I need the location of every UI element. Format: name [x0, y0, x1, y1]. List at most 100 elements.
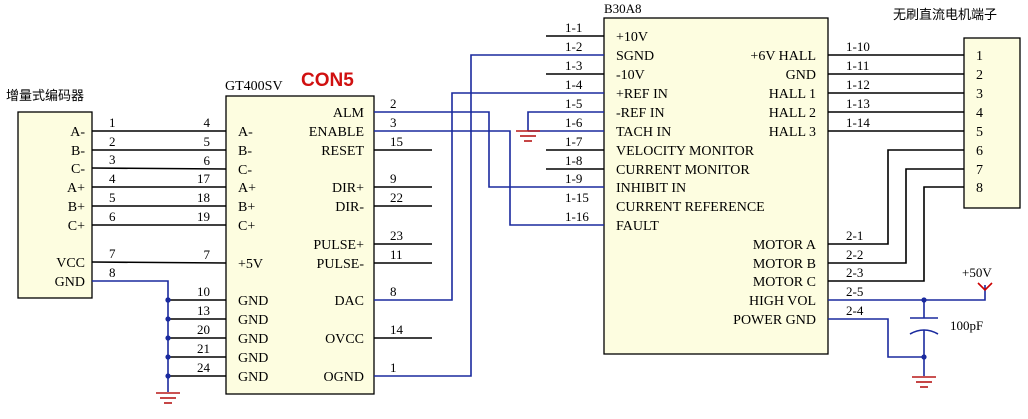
b30a8-pin-label: +REF IN: [616, 87, 668, 102]
b30a8-pin-label: HALL 3: [769, 125, 816, 140]
gt400-pin-label: OGND: [324, 370, 364, 385]
motor-pin-label: 5: [976, 125, 983, 140]
wires: [91, 54, 964, 379]
power-section: [828, 282, 993, 376]
b30a8-pin-number: 1-13: [846, 96, 870, 111]
gt400-pin-number: 11: [390, 247, 403, 262]
motor-terminal-block: [963, 37, 1021, 209]
b30a8-pin-label: GND: [786, 68, 816, 83]
b30a8-pin-label: MOTOR A: [753, 238, 817, 253]
b30a8-pin-label: -REF IN: [616, 106, 665, 121]
b30a8-pin-number: 1-8: [565, 153, 582, 168]
b30a8-pin-label: MOTOR B: [753, 257, 816, 272]
gt400-left-pins: A-4B-5C-6A+17B+18C+19+5V7GND10GND13GND20…: [197, 115, 268, 385]
b30a8-pin-label: POWER GND: [733, 313, 816, 328]
motor-pin-label: 6: [976, 144, 983, 159]
supply-label: +50V: [962, 265, 992, 280]
b30a8-pin-number: 2-2: [846, 247, 863, 262]
junction-dot: [165, 297, 171, 303]
b30a8-pin-number: 1-6: [565, 115, 583, 130]
con5-label: CON5: [301, 70, 354, 91]
encoder-wire-number: 6: [109, 209, 116, 224]
gt400-pin-number: 19: [197, 209, 210, 224]
junction-dot: [165, 316, 171, 322]
gt400-pin-number: 8: [390, 284, 397, 299]
gt400-pin-label: RESET: [321, 144, 364, 159]
b30a8-pin-number: 1-7: [565, 134, 583, 149]
encoder-wire-number: 2: [109, 134, 116, 149]
b30a8-pin-number: 1-12: [846, 77, 870, 92]
motor-pin-label: 8: [976, 181, 983, 196]
gt400-pin-number: 17: [197, 171, 211, 186]
encoder-gt400-wire: [91, 261, 227, 264]
encoder-block: [17, 111, 93, 299]
encoder-title: 增量式编码器: [6, 89, 84, 104]
gt400-pin-number: 20: [197, 322, 210, 337]
gnd-bus-wire: [92, 280, 169, 376]
gt400-pin-number: 6: [204, 153, 211, 168]
gt400-pin-label: GND: [238, 351, 268, 366]
b30a8-title: B30A8: [604, 1, 642, 16]
gt400-pin-number: 10: [197, 284, 210, 299]
motor-b-wire: [828, 168, 964, 264]
gt400-pin-number: 15: [390, 134, 403, 149]
gt400-pin-number: 18: [197, 190, 210, 205]
encoder-pin-label: C+: [68, 219, 85, 234]
gt400-pin-label: ALM: [333, 106, 365, 121]
gt400-pin-label: B-: [238, 144, 252, 159]
b30a8-pin-number: 1-4: [565, 77, 583, 92]
ogdn-sgnd-wire: [374, 54, 604, 377]
gt400-right-pins: ALM2ENABLE3RESET15DIR+9DIR-22PULSE+23PUL…: [309, 96, 432, 385]
encoder-gt400-wire: [91, 167, 227, 170]
b30a8-pin-number: 1-3: [565, 58, 582, 73]
encoder-pin-label: GND: [55, 275, 85, 290]
gt400-pin-number: 13: [197, 303, 210, 318]
encoder-pin-label: VCC: [56, 256, 85, 271]
enable-fault-wire: [374, 130, 604, 226]
b30a8-pin-label: INHIBIT IN: [616, 181, 686, 196]
gt400-pin-label: GND: [238, 370, 268, 385]
gt400-pin-label: C-: [238, 163, 252, 178]
b30a8-pin-number: 2-5: [846, 284, 863, 299]
junction-dot: [165, 335, 171, 341]
gt400-pin-number: 22: [390, 190, 403, 205]
gt400-pin-label: GND: [238, 294, 268, 309]
b30a8-pin-label: TACH IN: [616, 125, 671, 140]
gt400-pin-number: 23: [390, 228, 403, 243]
dac-refin-wire: [374, 92, 604, 301]
gt400-pin-label: B+: [238, 200, 255, 215]
gt400-pin-label: GND: [238, 332, 268, 347]
b30a8-pin-number: 2-4: [846, 303, 864, 318]
encoder-pin-label: A-: [70, 125, 85, 140]
gt400-pin-number: 14: [390, 322, 404, 337]
gt400-title: GT400SV: [225, 79, 283, 94]
encoder-pin-label: C-: [71, 162, 85, 177]
encoder-pin-label: A+: [67, 181, 85, 196]
motor-pin-label: 4: [976, 106, 983, 121]
gt400-pin-label: PULSE+: [313, 238, 364, 253]
encoder-pin-label: B-: [71, 144, 85, 159]
gt400-pin-label: +5V: [238, 257, 263, 272]
b30a8-pin-label: FAULT: [616, 219, 659, 234]
motor-pin-label: 3: [976, 87, 983, 102]
b30a8-block: [603, 17, 829, 355]
b30a8-pin-number: 1-2: [565, 39, 582, 54]
b30a8-pin-label: HALL 1: [769, 87, 816, 102]
motor-pin-label: 7: [976, 163, 983, 178]
encoder-wire-number: 3: [109, 152, 116, 167]
gt400-pin-label: C+: [238, 219, 255, 234]
b30a8-pin-number: 1-14: [846, 115, 870, 130]
b30a8-pin-label: CURRENT REFERENCE: [616, 200, 765, 215]
b30a8-pin-label: VELOCITY MONITOR: [616, 144, 755, 159]
b30a8-pin-number: 1-5: [565, 96, 582, 111]
b30a8-pin-number: 2-1: [846, 228, 863, 243]
gt400-pin-label: GND: [238, 313, 268, 328]
b30a8-pin-label: +10V: [616, 30, 648, 45]
gt400-pin-label: A-: [238, 125, 253, 140]
motor-a-wire: [828, 149, 964, 245]
motor-c-wire: [828, 186, 964, 282]
